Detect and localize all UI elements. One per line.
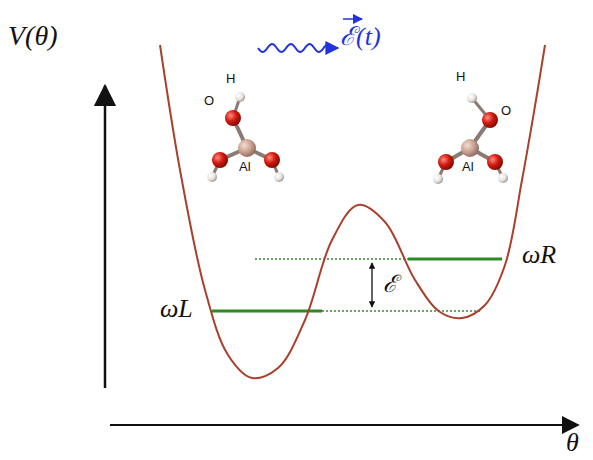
molecule-left bbox=[207, 92, 284, 182]
potential-curve bbox=[160, 45, 545, 378]
atom-label: H bbox=[226, 72, 235, 85]
axis-label: V(θ) bbox=[8, 22, 58, 50]
atom-label: Al bbox=[239, 160, 251, 173]
atom-label: O bbox=[501, 104, 511, 117]
level-label: ωR bbox=[522, 242, 556, 268]
field-label: ℰ(t) bbox=[340, 24, 381, 50]
v-axis bbox=[104, 86, 107, 388]
right-level bbox=[408, 258, 502, 261]
wave-arrow bbox=[258, 44, 338, 52]
left-level bbox=[212, 310, 322, 313]
dotted-level bbox=[322, 310, 482, 312]
atom-label: O bbox=[204, 94, 214, 107]
dotted-level bbox=[255, 258, 408, 260]
axis-label: θ bbox=[566, 430, 579, 456]
energy-gap-label: ℰ bbox=[383, 272, 397, 296]
atom-label: H bbox=[456, 70, 465, 83]
theta-axis bbox=[110, 424, 578, 426]
energy-levels bbox=[212, 259, 502, 311]
atom-label: Al bbox=[462, 160, 474, 173]
level-label: ωL bbox=[160, 296, 193, 322]
gap-arrow bbox=[371, 263, 372, 307]
vector-arrow bbox=[343, 18, 362, 20]
molecule-right bbox=[433, 93, 508, 184]
